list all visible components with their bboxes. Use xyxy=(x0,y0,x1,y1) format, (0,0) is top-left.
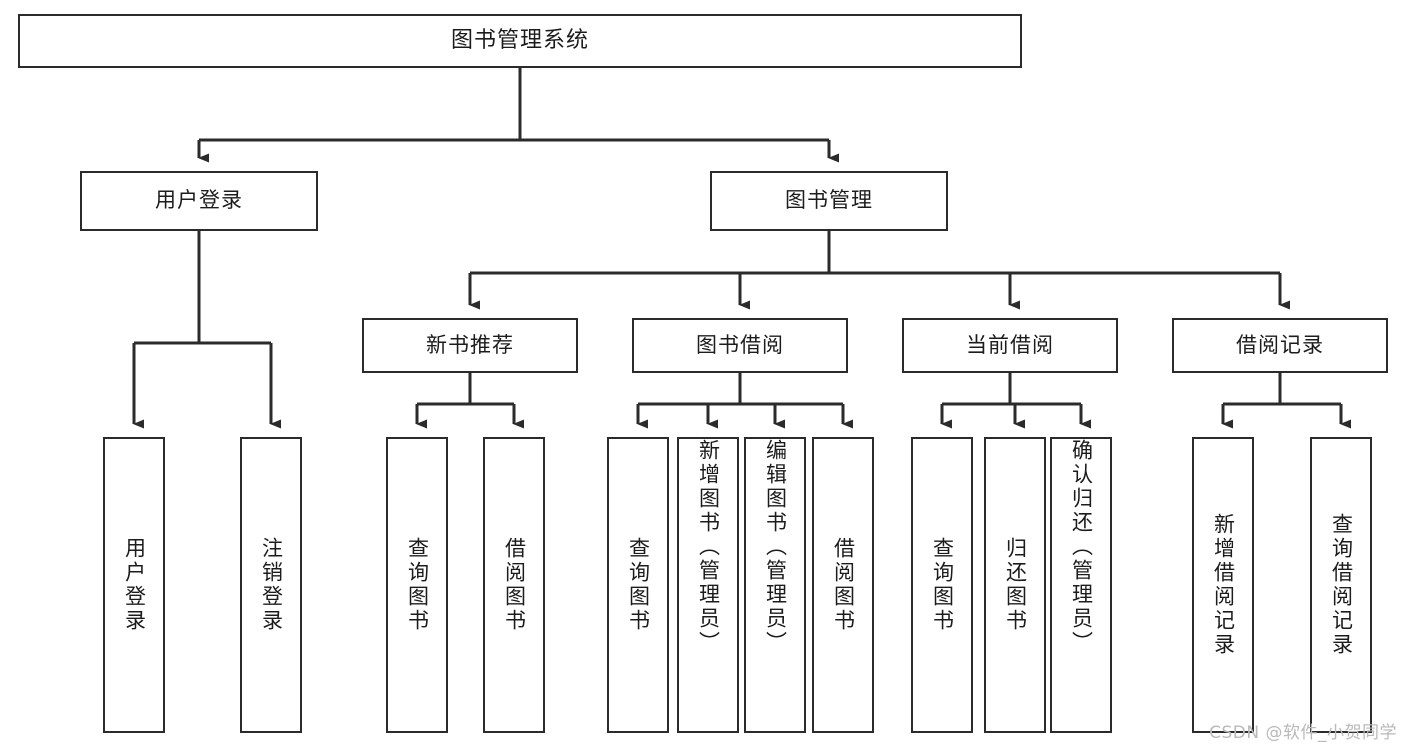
node-new-book-recommend[interactable]: 新书推荐 xyxy=(362,318,578,373)
node-current-borrow-label: 当前借阅 xyxy=(966,332,1054,357)
node-book-manage[interactable]: 图书管理 xyxy=(710,171,948,231)
node-leaf-return-book[interactable]: 归还图书 xyxy=(984,437,1046,733)
node-leaf-borrow-book-1-label: 借阅图书 xyxy=(502,537,527,633)
node-leaf-edit-book-label: 编辑图书（管理员） xyxy=(763,439,788,655)
node-borrow-record[interactable]: 借阅记录 xyxy=(1172,318,1388,373)
node-root[interactable]: 图书管理系统 xyxy=(18,14,1022,68)
node-user-login[interactable]: 用户登录 xyxy=(80,171,318,231)
node-current-borrow[interactable]: 当前借阅 xyxy=(902,318,1118,373)
node-leaf-query-book-3-label: 查询图书 xyxy=(930,537,955,633)
node-leaf-borrow-book-1[interactable]: 借阅图书 xyxy=(483,437,545,733)
node-leaf-query-book-2-label: 查询图书 xyxy=(626,537,651,633)
node-book-borrow-label: 图书借阅 xyxy=(696,332,784,357)
node-leaf-confirm-return[interactable]: 确认归还（管理员） xyxy=(1050,437,1112,733)
node-root-label: 图书管理系统 xyxy=(450,27,589,53)
node-leaf-confirm-return-label: 确认归还（管理员） xyxy=(1069,439,1094,655)
node-borrow-record-label: 借阅记录 xyxy=(1236,332,1324,357)
node-leaf-edit-book[interactable]: 编辑图书（管理员） xyxy=(744,437,806,733)
node-leaf-logout[interactable]: 注销登录 xyxy=(240,437,302,733)
node-leaf-user-login[interactable]: 用户登录 xyxy=(103,437,165,733)
node-leaf-add-book-label: 新增图书（管理员） xyxy=(696,439,721,655)
node-leaf-user-login-label: 用户登录 xyxy=(122,537,147,633)
node-leaf-query-book-1[interactable]: 查询图书 xyxy=(386,437,448,733)
node-leaf-logout-label: 注销登录 xyxy=(259,537,284,633)
node-new-book-recommend-label: 新书推荐 xyxy=(426,332,514,357)
node-leaf-borrow-book-2[interactable]: 借阅图书 xyxy=(812,437,874,733)
node-leaf-add-record-label: 新增借阅记录 xyxy=(1211,513,1236,657)
node-leaf-query-record[interactable]: 查询借阅记录 xyxy=(1310,437,1372,733)
node-leaf-query-record-label: 查询借阅记录 xyxy=(1329,513,1354,657)
node-leaf-add-record[interactable]: 新增借阅记录 xyxy=(1192,437,1254,733)
node-leaf-add-book[interactable]: 新增图书（管理员） xyxy=(677,437,739,733)
node-leaf-return-book-label: 归还图书 xyxy=(1003,537,1028,633)
node-leaf-borrow-book-2-label: 借阅图书 xyxy=(831,537,856,633)
node-user-login-label: 用户登录 xyxy=(155,188,243,213)
node-book-borrow[interactable]: 图书借阅 xyxy=(632,318,848,373)
node-leaf-query-book-3[interactable]: 查询图书 xyxy=(911,437,973,733)
node-book-manage-label: 图书管理 xyxy=(785,188,873,213)
node-leaf-query-book-2[interactable]: 查询图书 xyxy=(607,437,669,733)
node-leaf-query-book-1-label: 查询图书 xyxy=(405,537,430,633)
